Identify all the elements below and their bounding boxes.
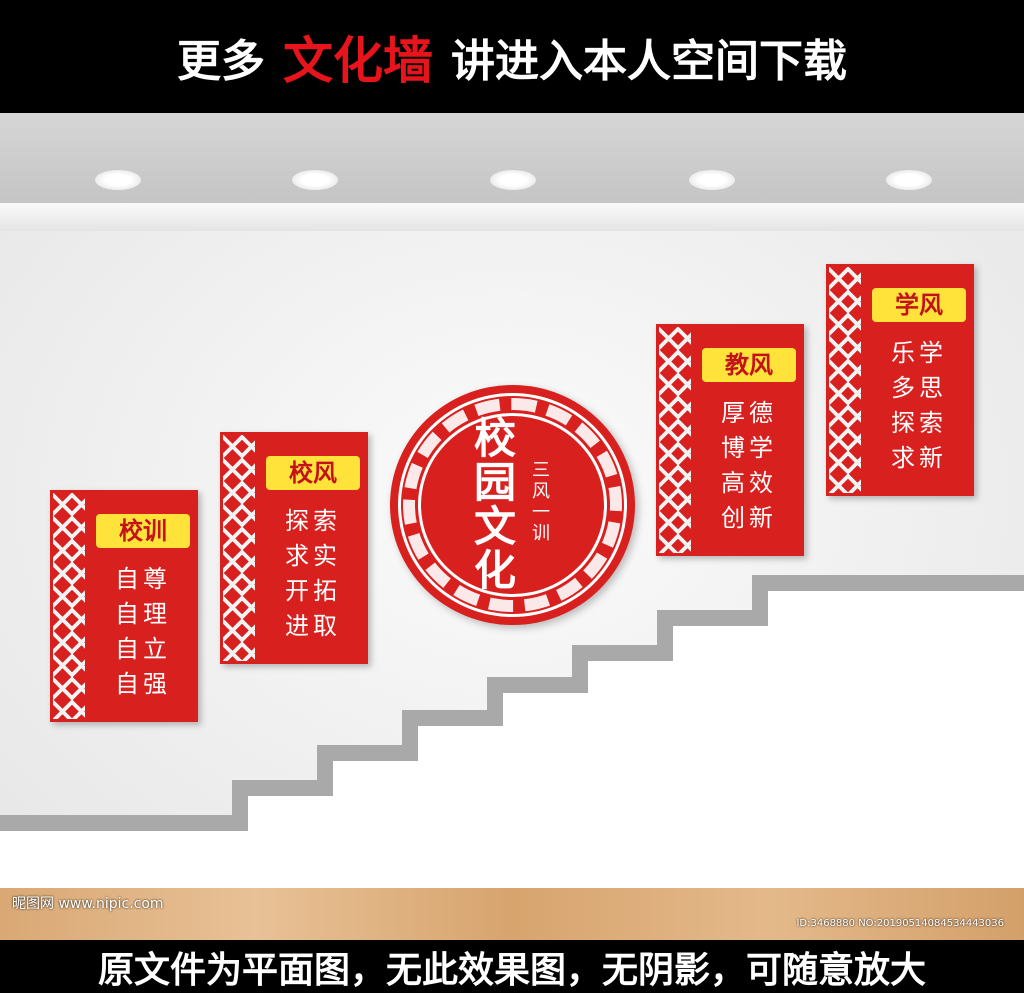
panel-line: 求实	[285, 542, 341, 570]
panel-line: 高效	[721, 469, 777, 497]
panel-line: 厚德	[721, 399, 777, 427]
watermark: 昵图网 www.nipic.com	[12, 896, 164, 912]
banner-highlight: 文化墙	[283, 31, 433, 90]
panel-line: 自尊	[115, 565, 171, 593]
campus-culture-emblem: 校园文化 三风一训	[390, 385, 635, 625]
lattice-pattern	[50, 490, 88, 722]
panel-title: 校风	[266, 456, 360, 490]
panel-line: 探索	[891, 409, 947, 437]
emblem-title: 校园文化	[473, 414, 516, 595]
ceiling-light	[292, 170, 338, 190]
ceiling-light	[95, 170, 141, 190]
panel-school-spirit: 校风 探索求实开拓进取	[220, 432, 368, 664]
ceiling-ledge	[0, 203, 1024, 231]
panel-line: 自理	[115, 600, 171, 628]
top-banner: 更多 文化墙 讲进入本人空间下载	[0, 0, 1024, 113]
stair-band	[0, 575, 1024, 831]
panel-study-spirit: 学风 乐学多思探索求新	[826, 264, 974, 496]
lattice-pattern	[826, 264, 864, 496]
panel-line: 自强	[115, 670, 171, 698]
emblem-ring	[398, 393, 627, 617]
staircase	[0, 575, 1024, 888]
panel-line: 求新	[891, 444, 947, 472]
panel-line: 探索	[285, 507, 341, 535]
panel-line: 自立	[115, 635, 171, 663]
image-id: ID:3468880 NO:20190514084534443036	[796, 918, 1004, 929]
panel-teaching-spirit: 教风 厚德博学高效创新	[656, 324, 804, 556]
lattice-pattern	[220, 432, 258, 664]
ceiling-light	[490, 170, 536, 190]
panel-title: 学风	[872, 288, 966, 322]
panel-line: 进取	[285, 612, 341, 640]
emblem-inner-ring	[418, 413, 607, 597]
panel-line: 博学	[721, 434, 777, 462]
panel-line: 多思	[891, 374, 947, 402]
panel-title: 校训	[96, 514, 190, 548]
panel-school-motto: 校训 自尊自理自立自强	[50, 490, 198, 722]
stair-lower-area	[0, 591, 1024, 888]
banner-prefix: 更多	[177, 35, 265, 87]
panel-title: 教风	[702, 348, 796, 382]
ceiling	[0, 113, 1024, 205]
ceiling-light	[689, 170, 735, 190]
banner-suffix: 讲进入本人空间下载	[451, 35, 847, 87]
footer-notice: 原文件为平面图，无此效果图，无阴影，可随意放大	[0, 940, 1024, 993]
lattice-pattern	[656, 324, 694, 556]
emblem-subtitle: 三风一训	[532, 460, 550, 544]
panel-line: 创新	[721, 504, 777, 532]
ceiling-light	[886, 170, 932, 190]
wood-floor	[0, 888, 1024, 940]
panel-line: 开拓	[285, 577, 341, 605]
panel-line: 乐学	[891, 339, 947, 367]
